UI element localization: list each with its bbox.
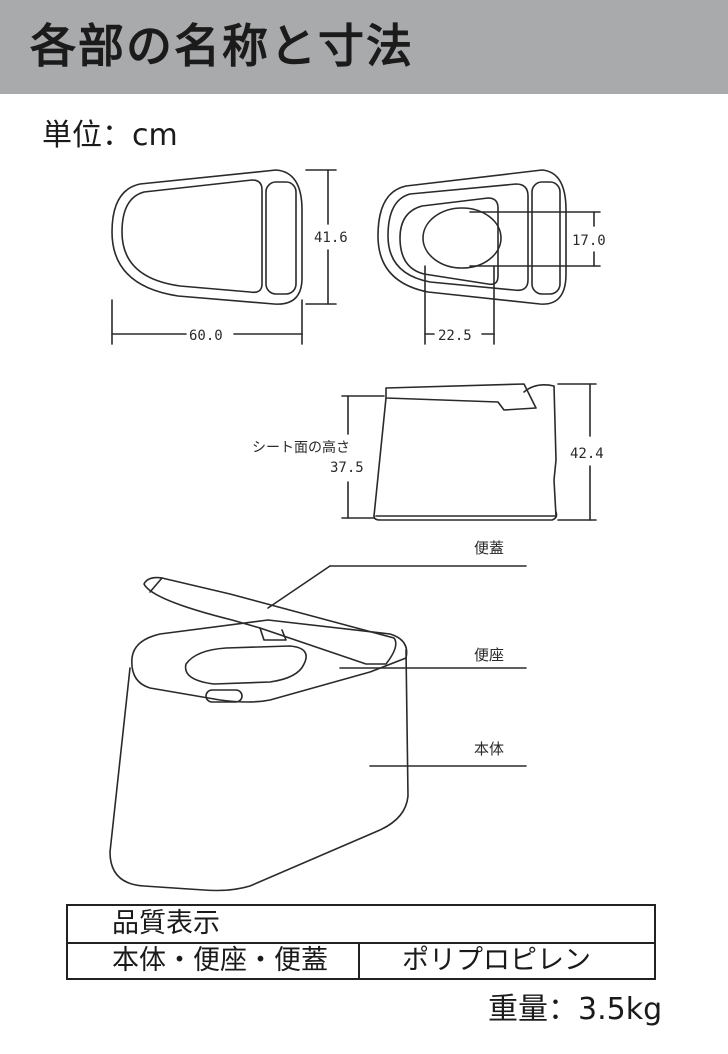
side-view-back [375, 384, 557, 517]
part-label-lid: 便蓋 [474, 539, 504, 557]
spec-table-row-label: 本体・便座・便蓋 [112, 945, 328, 976]
seat-height-caption: シート面の高さ [252, 439, 350, 456]
seat-view-seat-plate [399, 197, 499, 286]
part-label-body: 本体 [474, 740, 504, 758]
seat-view-handle [531, 181, 561, 295]
part-label-seat: 便座 [474, 646, 504, 664]
spec-table-row-value: ポリプロピレン [402, 945, 591, 976]
spec-table-divider [358, 943, 360, 979]
total-height-label: 42.4 [570, 446, 604, 462]
perspective-drawing [109, 565, 527, 892]
seat-view-outline [377, 169, 567, 305]
spec-table-header-row: 品質表示 [68, 906, 654, 944]
seat-view-opening [422, 207, 502, 269]
weight-caption: 重量： [488, 992, 578, 1027]
seat-view-width-label: 22.5 [438, 328, 472, 344]
perspective-handle [205, 689, 243, 703]
perspective-lid-edge [149, 577, 163, 593]
seat-view-drawing [377, 169, 601, 345]
perspective-body [109, 649, 409, 892]
seat-view-length-label: 17.0 [572, 233, 606, 249]
page-title: 各部の名称と寸法 [30, 19, 414, 73]
top-view-outline [111, 169, 303, 305]
top-view-handle [265, 181, 297, 295]
weight-value: 3.5kg [578, 992, 663, 1027]
unit-label: 単位：cm [42, 116, 178, 156]
perspective-hinge [259, 627, 287, 641]
seat-height-value: 37.5 [330, 460, 364, 476]
top-view-depth-label: 41.6 [314, 230, 348, 246]
side-view-lid [385, 383, 537, 411]
unit-caption: 単位： [42, 118, 132, 153]
perspective-lid [143, 576, 397, 665]
perspective-seat-opening [184, 645, 307, 685]
spec-table-header: 品質表示 [112, 908, 220, 939]
unit-value: cm [132, 118, 178, 153]
top-view-drawing [111, 169, 337, 345]
seat-view-inner-rim [387, 183, 529, 292]
quality-spec-table: 品質表示 本体・便座・便蓋 ポリプロピレン [66, 904, 656, 980]
leader-lid [267, 565, 331, 609]
side-view-drawing [341, 383, 597, 521]
top-view-width-label: 60.0 [189, 328, 223, 344]
side-view-body-front [373, 397, 387, 517]
header-bar: 各部の名称と寸法 [0, 0, 728, 94]
spec-table-row: 本体・便座・便蓋 ポリプロピレン [68, 943, 654, 979]
top-view-inner-rim [121, 179, 263, 294]
weight-label: 重量：3.5kg [488, 990, 662, 1030]
perspective-seat-outline [131, 619, 408, 703]
